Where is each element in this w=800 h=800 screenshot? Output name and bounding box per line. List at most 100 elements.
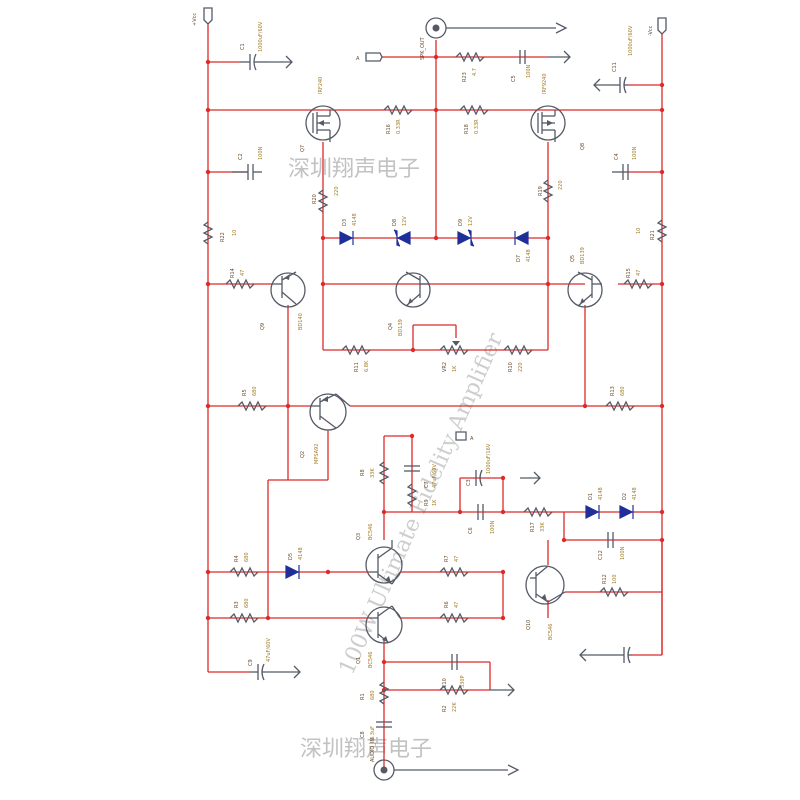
svg-text:C11: C11 — [612, 62, 618, 72]
svg-text:100N: 100N — [632, 146, 638, 160]
capacitor-c7: C7 47uF/60V — [404, 464, 438, 488]
svg-text:MPSA92: MPSA92 — [314, 444, 320, 464]
svg-text:Q4: Q4 — [388, 323, 394, 330]
zener-diode-d9: D9 12V — [457, 216, 475, 247]
resistor-r12: R12 100 — [599, 574, 629, 598]
svg-text:100: 100 — [612, 574, 618, 584]
diode-d5: D5 4148 — [285, 547, 304, 579]
svg-text:C12: C12 — [598, 550, 604, 560]
diode-d7: D7 4148 — [514, 231, 532, 262]
capacitor-c11: C11 1000uF/60V — [610, 25, 634, 94]
resistor-r11: R11 6.8K — [341, 344, 371, 372]
resistor-r21: R21 10 — [636, 219, 668, 243]
svg-text:D8: D8 — [392, 219, 398, 226]
svg-text:47: 47 — [240, 270, 246, 276]
svg-text:47: 47 — [454, 556, 460, 562]
svg-text:3.3uF: 3.3uF — [370, 726, 376, 740]
svg-text:A: A — [470, 436, 474, 442]
svg-text:R8: R8 — [360, 469, 366, 476]
resistor-r14: R14 47 — [225, 268, 255, 290]
node-a-top-flag: A — [356, 52, 383, 62]
transistor-q9: Q9 BD140 — [260, 271, 306, 330]
svg-text:C9: C9 — [248, 659, 254, 666]
transistor-q5: Q5 BD139 — [567, 247, 603, 308]
svg-text:BD139: BD139 — [398, 319, 404, 336]
svg-text:4148: 4148 — [632, 487, 638, 500]
capacitor-c3: C3 1000uF/16V — [466, 443, 492, 487]
svg-text:Q7: Q7 — [300, 145, 306, 152]
svg-text:47uF/60V: 47uF/60V — [266, 638, 272, 662]
resistor-r10: R10 220 — [503, 344, 533, 372]
svg-text:R17: R17 — [530, 522, 536, 532]
transistor-q1: Q1 BC546 — [356, 605, 403, 668]
wire-layer — [207, 24, 663, 770]
capacitor-c1: C1 1000uF/60V — [240, 21, 268, 71]
svg-text:D2: D2 — [622, 493, 628, 500]
svg-text:R21: R21 — [650, 230, 656, 240]
svg-text:12V: 12V — [468, 216, 474, 226]
watermark-cn-bottom: 深圳翔声电子 — [300, 737, 432, 762]
svg-text:Q10: Q10 — [526, 620, 532, 630]
svg-text:R12: R12 — [602, 574, 608, 584]
svg-text:R22: R22 — [220, 232, 226, 242]
svg-text:+Vcc: +Vcc — [192, 13, 198, 26]
svg-text:R23: R23 — [462, 72, 468, 82]
potentiometer-vr2: VR2 1K — [439, 341, 469, 372]
svg-text:1K: 1K — [432, 499, 438, 506]
svg-text:100N: 100N — [490, 520, 496, 534]
svg-text:R10: R10 — [508, 362, 514, 372]
svg-text:R1: R1 — [360, 693, 366, 700]
capacitor-c12: C12 100N — [598, 532, 626, 560]
svg-text:D5: D5 — [288, 553, 294, 560]
diode-d1: D1 4148 — [585, 487, 604, 519]
svg-text:47uF/60V: 47uF/60V — [432, 464, 438, 488]
svg-text:BD139: BD139 — [580, 247, 586, 264]
svg-text:10: 10 — [636, 228, 642, 234]
capacitor-c5: C5 100N — [511, 50, 532, 82]
svg-text:R9: R9 — [424, 499, 430, 506]
svg-text:VR2: VR2 — [442, 362, 448, 372]
svg-text:Q8: Q8 — [580, 143, 586, 150]
svg-text:47: 47 — [454, 602, 460, 608]
zener-diode-d8: D8 12V — [392, 216, 411, 247]
resistor-r3: R3 680 — [229, 598, 259, 624]
svg-text:220: 220 — [334, 186, 340, 196]
svg-text:100N: 100N — [258, 146, 264, 160]
watermark-en: 100W Ultimate Fidelity Amplifier — [335, 329, 509, 678]
resistor-r18: R18 0.33R — [459, 104, 489, 134]
resistor-r6: R6 47 — [439, 601, 469, 624]
mosfet-q7: Q7 IRF240 — [300, 77, 341, 152]
svg-text:R11: R11 — [354, 362, 360, 372]
transistor-q10: Q10 BC546 — [525, 565, 566, 640]
audio-in-connector: AUDIO_IN — [370, 738, 520, 781]
svg-text:33K: 33K — [370, 468, 376, 478]
svg-text:R3: R3 — [234, 601, 240, 608]
svg-text:R6: R6 — [444, 601, 450, 608]
svg-text:R18: R18 — [464, 124, 470, 134]
resistor-r2: R2 22K — [439, 684, 469, 712]
svg-text:33K: 33K — [540, 522, 546, 532]
svg-text:BD140: BD140 — [298, 313, 304, 330]
svg-text:C10: C10 — [442, 678, 448, 688]
svg-text:D9: D9 — [458, 219, 464, 226]
svg-text:R5: R5 — [242, 389, 248, 396]
svg-text:R16: R16 — [386, 124, 392, 134]
supply-pos-terminal: +Vcc — [192, 7, 213, 26]
svg-text:Q3: Q3 — [356, 533, 362, 540]
svg-text:R7: R7 — [444, 555, 450, 562]
svg-text:6.8K: 6.8K — [364, 360, 370, 372]
svg-text:C1: C1 — [240, 43, 246, 50]
svg-text:680: 680 — [244, 552, 250, 562]
svg-text:BC546: BC546 — [548, 624, 554, 640]
supply-neg-terminal: -Vcc — [648, 17, 667, 36]
resistor-r16: R16 0.33R — [383, 104, 413, 134]
diode-d2: D2 4148 — [619, 487, 638, 519]
resistor-r5: R5 680 — [237, 386, 267, 412]
ground-symbols — [232, 50, 628, 697]
svg-text:1000uF/60V: 1000uF/60V — [628, 25, 634, 56]
svg-text:C2: C2 — [238, 153, 244, 160]
svg-text:IRF240: IRF240 — [318, 77, 324, 94]
resistor-r9: R9 1K — [406, 483, 438, 507]
svg-text:D7: D7 — [516, 255, 522, 262]
